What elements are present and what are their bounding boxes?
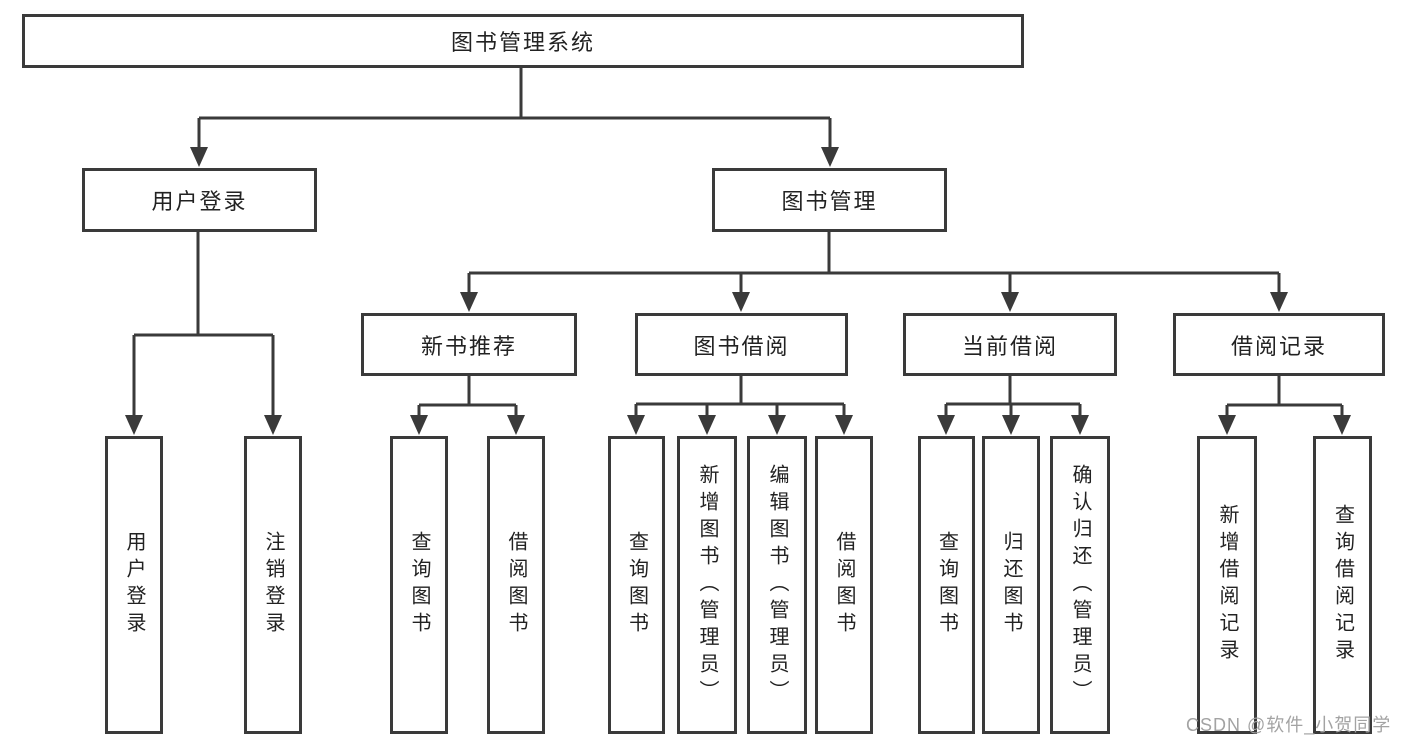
node-library-system-label: 图书管理系统 [450,30,595,55]
node-new-book-recommend: 新书推荐 [361,313,577,376]
leaf-user-login: 用户登录 [105,436,163,734]
leaf-bb-add-books-admin: 新增图书（管理员） [677,436,737,734]
leaf-cb-confirm-return-admin-label: 确认归还（管理员） [1069,463,1091,707]
leaf-cb-return-books-label: 归还图书 [1000,531,1022,639]
node-user-login-label: 用户登录 [151,189,248,214]
leaf-br-query-record-label: 查询借阅记录 [1331,504,1354,666]
leaf-logout: 注销登录 [244,436,302,734]
leaf-cb-query-books: 查询图书 [918,436,975,734]
leaf-bb-borrow-books: 借阅图书 [815,436,873,734]
node-book-borrowing: 图书借阅 [635,313,848,376]
leaf-bb-query-books: 查询图书 [608,436,665,734]
node-borrow-records: 借阅记录 [1173,313,1385,376]
leaf-br-add-record-label: 新增借阅记录 [1216,504,1238,666]
leaf-nbr-query-books: 查询图书 [390,436,448,734]
leaf-bb-borrow-books-label: 借阅图书 [833,531,855,639]
leaf-bb-edit-books-admin: 编辑图书（管理员） [747,436,807,734]
leaf-user-login-label: 用户登录 [123,531,145,639]
csdn-watermark: CSDN @软件_小贺同学 [1186,715,1392,735]
node-book-management: 图书管理 [712,168,947,232]
leaf-bb-add-books-admin-label: 新增图书（管理员） [696,463,718,707]
leaf-br-query-record: 查询借阅记录 [1313,436,1372,734]
node-current-borrowing: 当前借阅 [903,313,1117,376]
node-new-book-recommend-label: 新书推荐 [420,333,517,359]
leaf-cb-confirm-return-admin: 确认归还（管理员） [1050,436,1110,734]
node-library-system: 图书管理系统 [22,14,1024,68]
leaf-logout-label: 注销登录 [262,531,284,639]
leaf-nbr-query-books-label: 查询图书 [408,531,430,639]
node-user-login: 用户登录 [82,168,317,232]
leaf-cb-return-books: 归还图书 [982,436,1040,734]
leaf-bb-edit-books-admin-label: 编辑图书（管理员） [766,463,788,707]
node-current-borrowing-label: 当前借阅 [961,333,1058,359]
leaf-br-add-record: 新增借阅记录 [1197,436,1257,734]
node-borrow-records-label: 借阅记录 [1230,333,1327,359]
leaf-nbr-borrow-books-label: 借阅图书 [505,531,527,639]
leaf-bb-query-books-label: 查询图书 [625,531,648,639]
leaf-nbr-borrow-books: 借阅图书 [487,436,545,734]
node-book-management-label: 图书管理 [781,189,878,214]
node-book-borrowing-label: 图书借阅 [693,333,790,359]
leaf-cb-query-books-label: 查询图书 [935,531,958,639]
